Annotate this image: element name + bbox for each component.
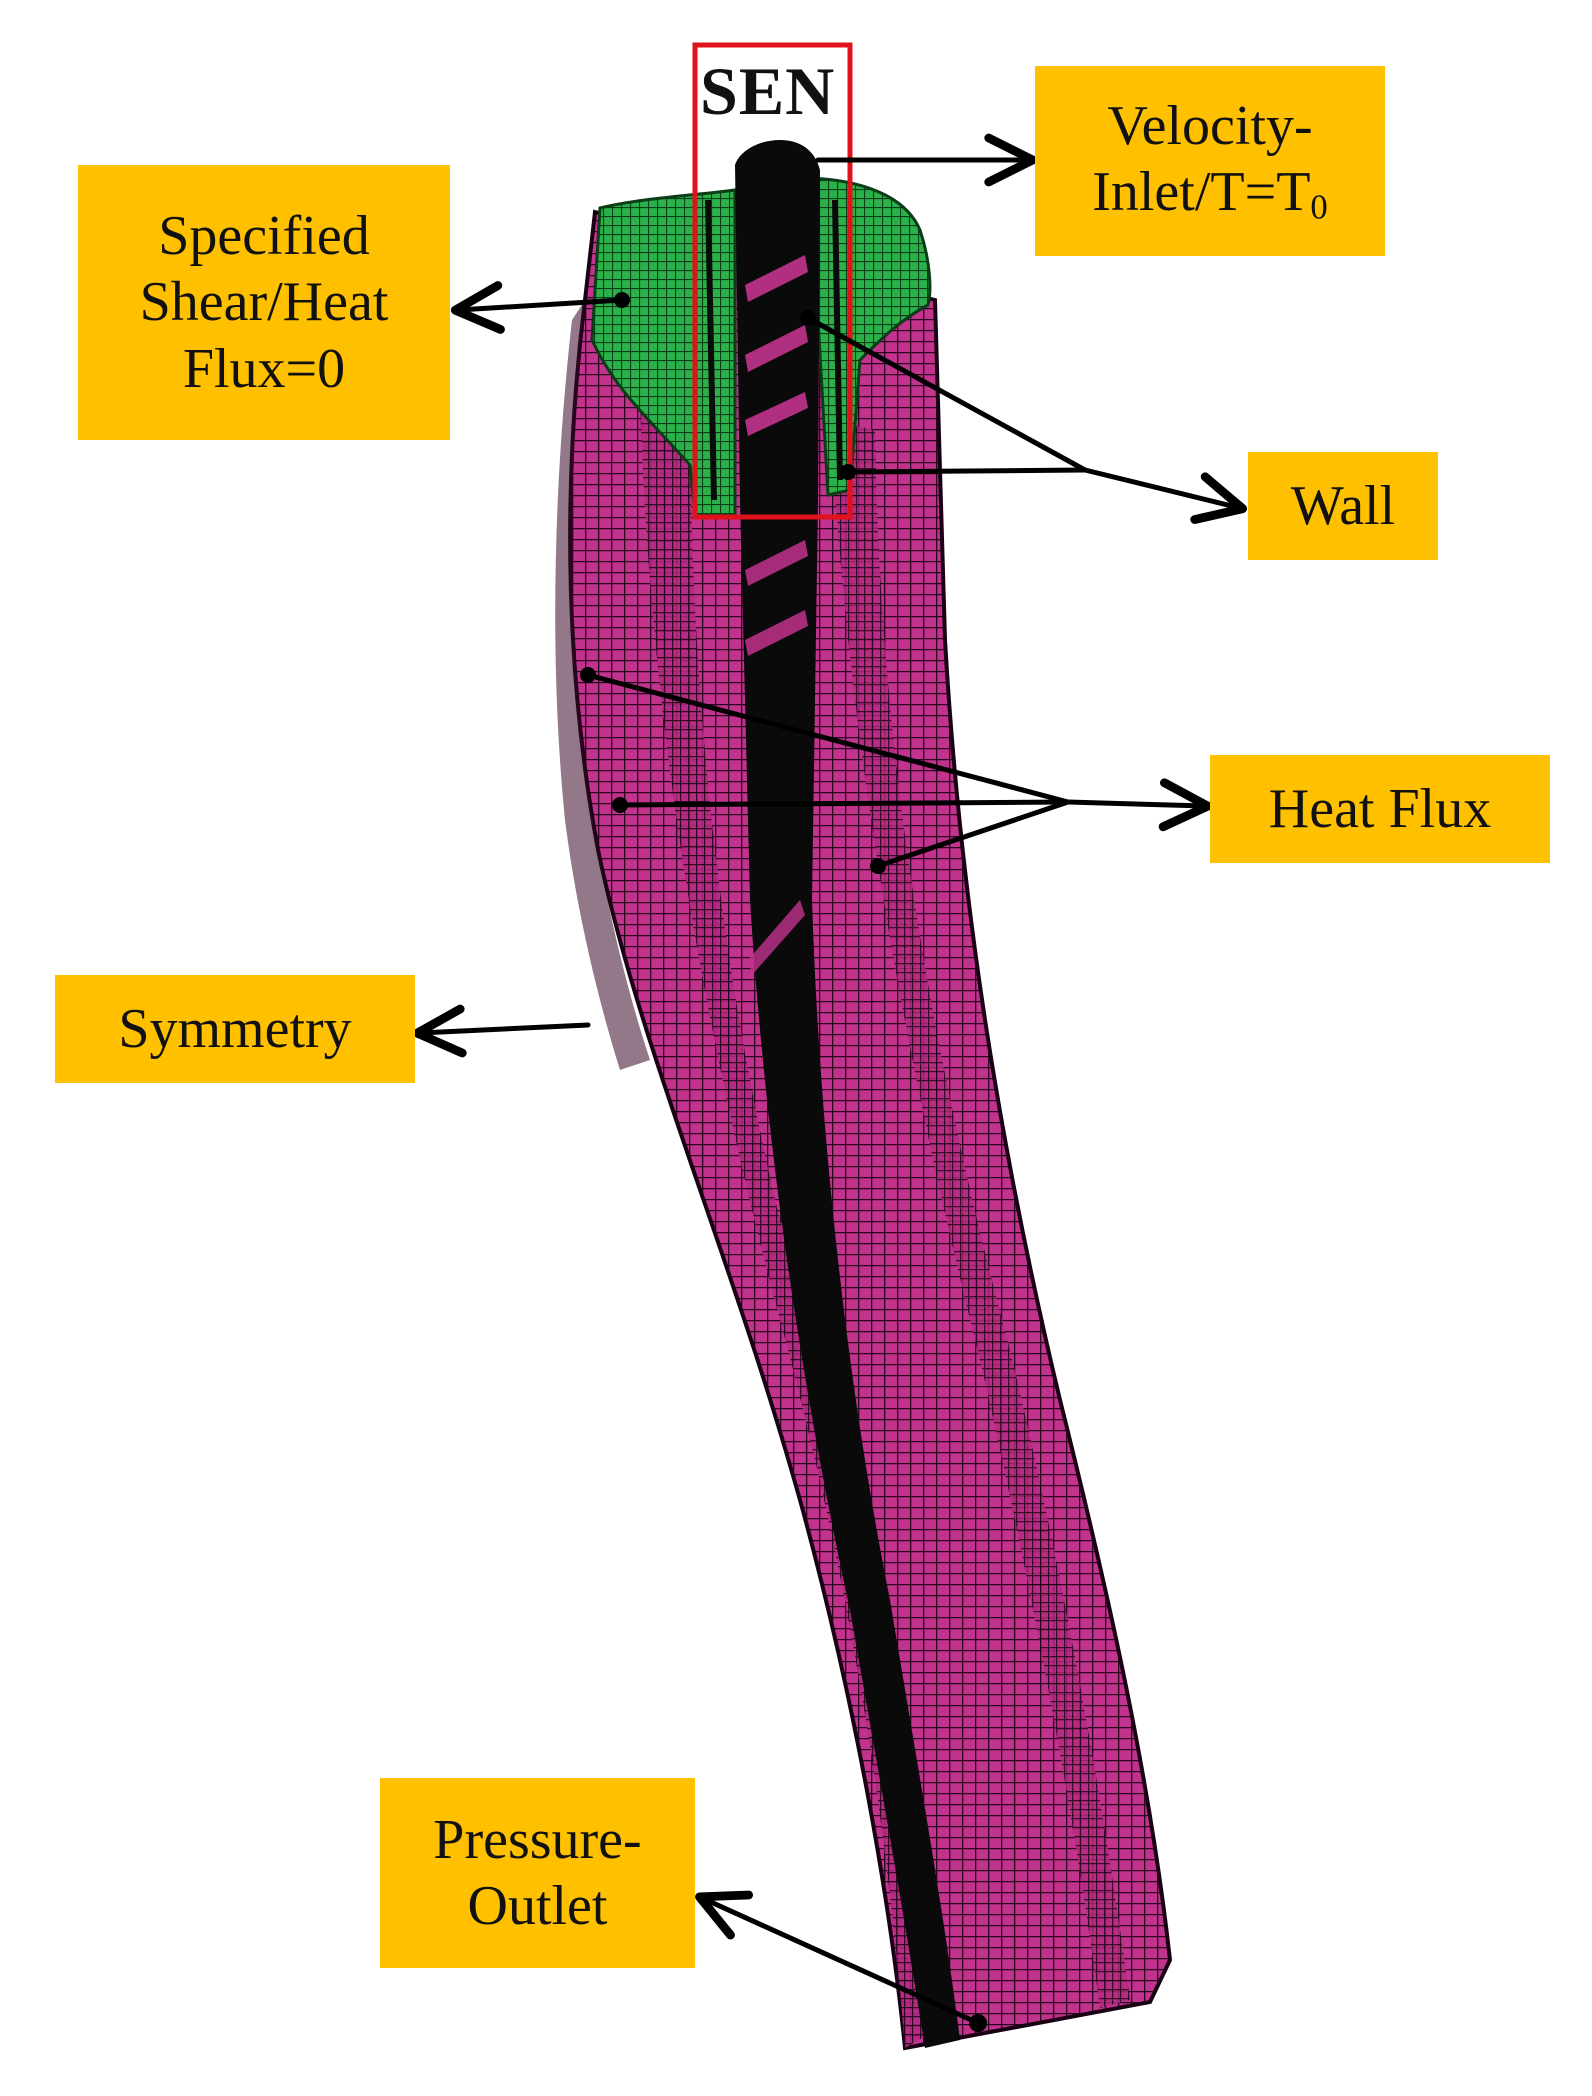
arrow-heatflux-2 [617, 799, 1071, 808]
leader-dots [580, 292, 987, 2032]
sen-port-pattern-3 [745, 392, 808, 436]
arrow-wall-main [1082, 467, 1248, 524]
specified-shear-line1: Specified [158, 205, 370, 268]
specified-shear-label: Specified Shear/Heat Flux=0 [78, 165, 450, 440]
sen-inner-wall-right [832, 199, 843, 481]
wall-text: Wall [1290, 474, 1396, 537]
arrow-wall-1 [805, 315, 1088, 473]
arrow-heatflux-1 [585, 672, 1071, 805]
symmetry-text: Symmetry [118, 997, 352, 1060]
pressure-outlet-label: Pressure- Outlet [380, 1778, 695, 1968]
arrow-heatflux-main [1065, 778, 1213, 832]
velocity-inlet-line2: Inlet/T=T [1092, 161, 1311, 224]
arrow-heatflux-3 [875, 799, 1071, 869]
velocity-inlet-line2-wrap: Inlet/T=T0 [1092, 159, 1328, 229]
sen-port-pattern-2 [745, 325, 808, 372]
specified-shear-line2: Shear/Heat [139, 271, 389, 334]
arrow-symmetry [412, 1004, 591, 1058]
sen-port-pattern-4 [745, 540, 808, 586]
sen-title: SEN [700, 53, 836, 129]
sen-port-pattern-5 [745, 610, 808, 656]
sen-inner-wall-left [705, 199, 717, 501]
specified-shear-line3: Flux=0 [182, 337, 346, 400]
heat-flux-label: Heat Flux [1210, 755, 1550, 863]
heat-flux-text: Heat Flux [1268, 777, 1492, 840]
pressure-outlet-line2: Outlet [467, 1875, 608, 1937]
mold-dense-band-2 [830, 420, 1130, 2008]
arrow-specified-shear [450, 281, 625, 334]
velocity-inlet-line1: Velocity- [1107, 95, 1313, 158]
sen-port-pattern-1 [745, 255, 808, 302]
arrow-pressure-outlet [695, 1890, 981, 2026]
leader-lines [412, 133, 1248, 2026]
velocity-inlet-subscript: 0 [1310, 187, 1328, 227]
sen-port-pattern-6 [748, 900, 805, 975]
mold-left-shade [555, 300, 650, 1070]
wall-label: Wall [1248, 452, 1438, 560]
arrow-wall-2 [845, 467, 1088, 475]
pressure-outlet-line1: Pressure- [433, 1808, 642, 1871]
symmetry-label: Symmetry [55, 975, 415, 1083]
sen-highlight-box [692, 42, 853, 520]
velocity-inlet-label: Velocity- Inlet/T=T0 [1035, 66, 1385, 256]
